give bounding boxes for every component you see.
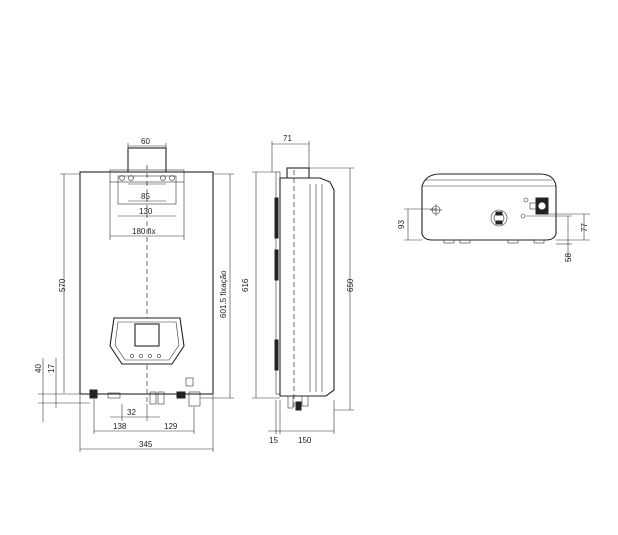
panel-button-3 <box>148 354 152 358</box>
dim-height-650: 650 <box>346 278 355 292</box>
dim-width-345: 345 <box>139 440 153 449</box>
front-flue-outlet <box>127 147 167 177</box>
dim-height-616: 616 <box>241 278 250 292</box>
dim-bottom-32: 32 <box>127 408 136 417</box>
panel-button-4 <box>157 354 161 358</box>
dim-left-17: 17 <box>47 364 56 373</box>
dim-top-60: 60 <box>141 137 150 146</box>
dim-right-77: 77 <box>580 223 589 232</box>
dim-bottom-15: 15 <box>269 436 278 445</box>
dim-top-71: 71 <box>283 134 292 143</box>
dim-bottom-138: 138 <box>113 422 127 431</box>
dim-bracket-130: 130 <box>139 207 153 216</box>
dim-bracket-180-fix: 180 fix <box>132 227 156 236</box>
side-view: 71 616 650 15 150 <box>241 134 355 445</box>
dim-height-570: 570 <box>58 278 67 292</box>
bottom-view: 93 77 58 <box>397 173 590 262</box>
panel-button-2 <box>139 354 143 358</box>
dim-left-93: 93 <box>397 220 406 229</box>
gas-inlet-fitting <box>430 204 442 216</box>
bottom-casing <box>421 173 557 241</box>
control-panel <box>109 317 185 365</box>
water-outlet-fitting <box>529 197 549 215</box>
panel-button-1 <box>130 354 134 358</box>
dim-right-58: 58 <box>564 253 573 262</box>
dim-fix-601: 601.5 fixação <box>219 270 228 318</box>
dim-bottom-150: 150 <box>298 436 312 445</box>
dim-left-40: 40 <box>34 364 43 373</box>
front-view: 60 85 130 180 fix 570 40 17 601.5 fixaçã… <box>34 137 234 452</box>
side-casing <box>279 177 335 397</box>
dim-bottom-129: 129 <box>164 422 178 431</box>
water-inlet-fitting <box>490 209 508 227</box>
dim-bracket-85: 85 <box>141 192 150 201</box>
